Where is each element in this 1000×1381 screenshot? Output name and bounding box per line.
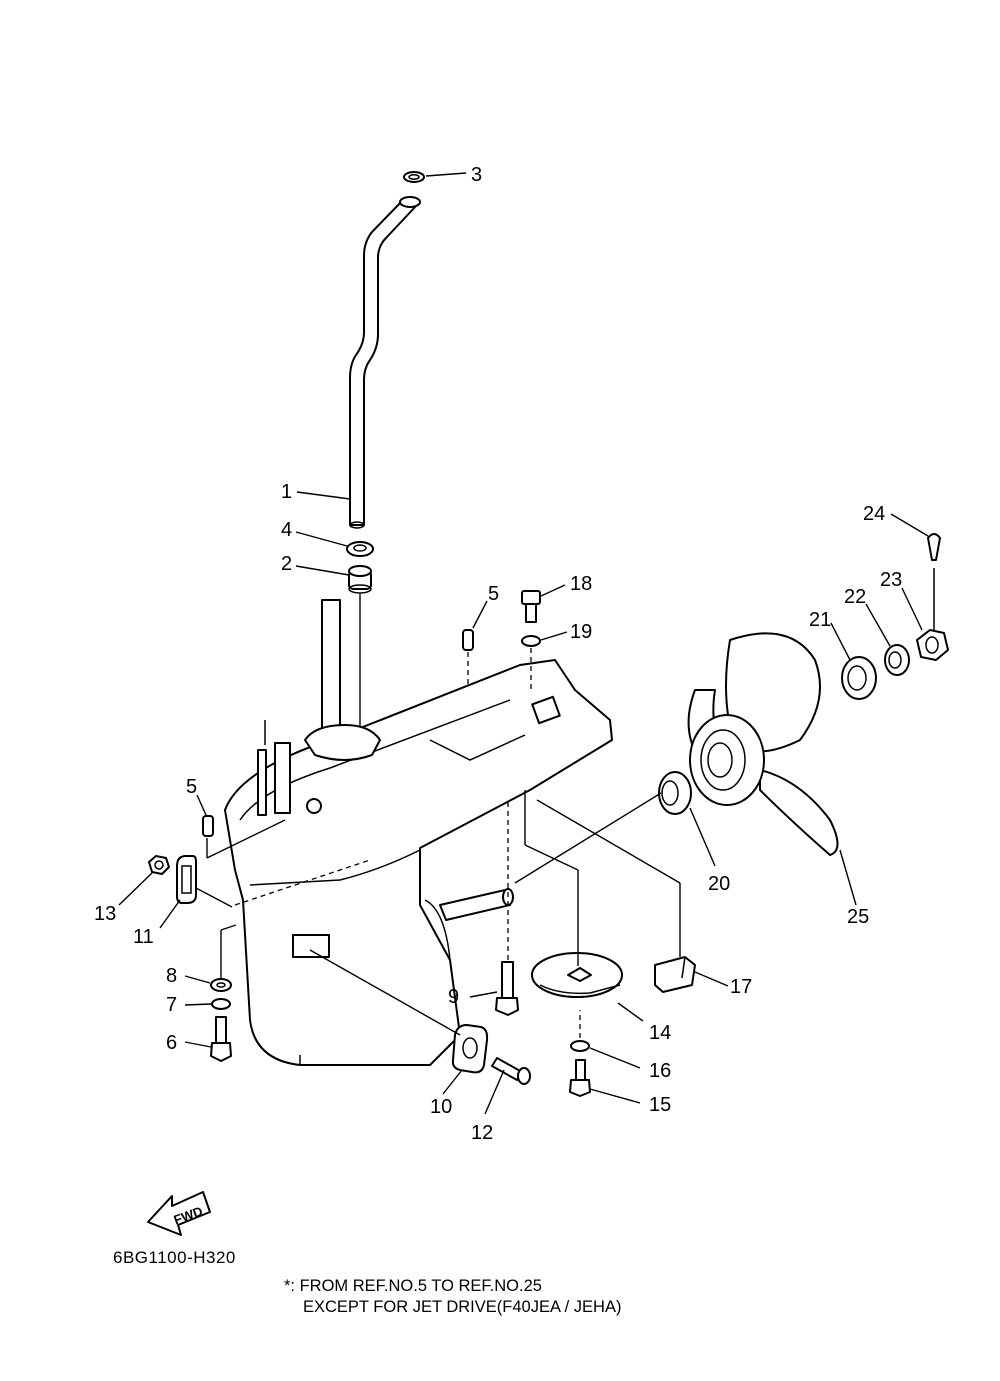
dowel-pin-part-5-left — [196, 794, 286, 859]
spacer-part-21 — [830, 622, 877, 700]
callout-16: 16 — [649, 1060, 671, 1082]
spacer-part-20 — [514, 771, 716, 884]
bolt-part-18 — [521, 584, 566, 623]
callout-1: 1 — [281, 481, 292, 503]
callout-25: 25 — [847, 906, 869, 928]
callout-2: 2 — [281, 553, 292, 575]
callout-15: 15 — [649, 1094, 671, 1116]
screw-part-12 — [484, 1057, 531, 1115]
grommet-part-11 — [159, 855, 233, 929]
fwd-arrow-icon: FWD — [147, 1191, 211, 1236]
callout-3: 3 — [471, 164, 482, 186]
dowel-pin-part-5-upper — [462, 600, 488, 688]
washer-part-7 — [184, 998, 231, 1010]
bolt-part-6 — [184, 1016, 232, 1062]
anode-block-part-17 — [536, 799, 729, 993]
callout-11: 11 — [133, 926, 154, 948]
castle-nut-part-23 — [901, 587, 949, 661]
o-ring-part-3 — [403, 171, 467, 183]
callout-8: 8 — [166, 965, 177, 987]
callout-9: 9 — [448, 986, 459, 1008]
grommet-part-10 — [309, 949, 489, 1095]
callout-22: 22 — [844, 586, 866, 608]
callout-5-upper: 5 — [488, 583, 499, 605]
callout-4: 4 — [281, 519, 292, 541]
lock-washer-part-19 — [521, 631, 568, 690]
propeller-part-25 — [687, 632, 857, 906]
washer-part-4 — [295, 531, 374, 557]
callout-13: 13 — [94, 903, 116, 925]
lower-casing — [224, 599, 613, 1066]
nut-part-13 — [118, 855, 170, 906]
callout-18: 18 — [570, 573, 592, 595]
callout-labels: 3 1 4 2 5 18 19 24 23 22 21 5 20 25 13 1… — [94, 164, 902, 1144]
washer-part-16 — [570, 1010, 641, 1069]
drawing-code: 6BG1100-H320 — [113, 1248, 236, 1267]
callout-21: 21 — [809, 609, 831, 631]
bolt-part-15 — [569, 1059, 641, 1104]
footnote: *: FROM REF.NO.5 TO REF.NO.25 EXCEPT FOR… — [284, 1276, 621, 1318]
callout-23: 23 — [880, 569, 902, 591]
callout-5-left: 5 — [186, 776, 197, 798]
callout-10: 10 — [430, 1096, 452, 1118]
callout-12: 12 — [471, 1122, 493, 1144]
grommet-part-2 — [295, 565, 372, 740]
callout-20: 20 — [708, 873, 730, 895]
footnote-line-2: EXCEPT FOR JET DRIVE(F40JEA / JEHA) — [303, 1298, 622, 1316]
bolt-part-9 — [469, 800, 519, 1016]
callout-14: 14 — [649, 1022, 671, 1044]
washer-part-8 — [184, 924, 237, 992]
callout-19: 19 — [570, 621, 592, 643]
washer-part-22 — [865, 603, 910, 676]
water-tube-part-1 — [296, 196, 421, 529]
footnote-line-1: *: FROM REF.NO.5 TO REF.NO.25 — [284, 1277, 542, 1295]
callout-7: 7 — [166, 994, 177, 1016]
anode-part-14 — [524, 790, 644, 1022]
callout-6: 6 — [166, 1032, 177, 1054]
callout-24: 24 — [863, 503, 885, 525]
cotter-pin-part-24 — [890, 513, 941, 630]
callout-17: 17 — [730, 976, 752, 998]
